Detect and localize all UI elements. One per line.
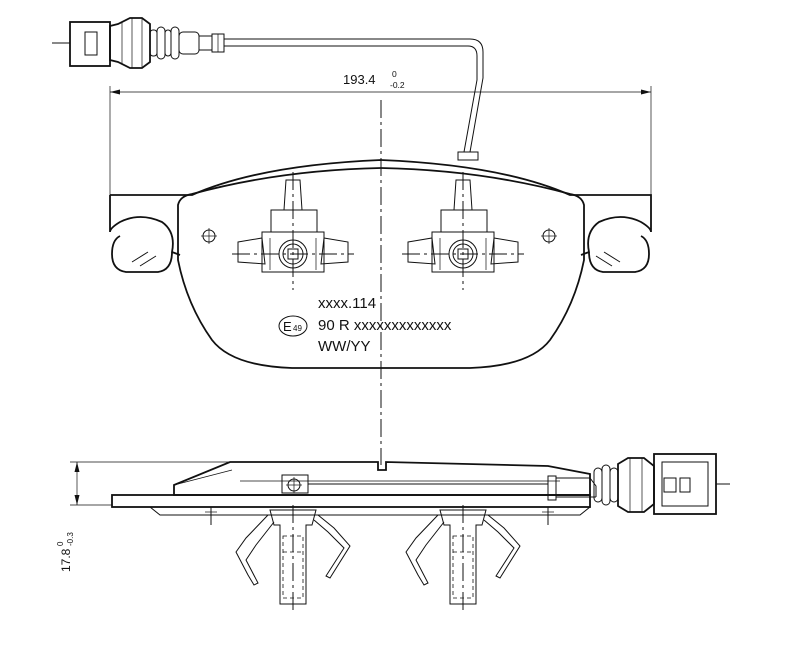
- top-view: 193.4 0 -0.2: [52, 17, 652, 465]
- sensor-wire-top: [224, 38, 484, 161]
- backing-plate-outline: [109, 159, 652, 273]
- part-number-text: xxxx.114: [318, 295, 376, 312]
- width-dimension-value: 193.4: [343, 72, 376, 87]
- wear-sensor-connector-side: [593, 453, 730, 515]
- mounting-hole-left: [201, 228, 217, 244]
- sensor-side: [281, 474, 597, 501]
- e-mark-number: 49: [293, 324, 302, 333]
- clip-spring-right: [405, 505, 521, 610]
- width-tolerance-upper: 0: [392, 69, 397, 79]
- friction-material-side: [173, 461, 591, 496]
- side-pin-left: [203, 507, 219, 525]
- width-tolerance-lower: -0.2: [390, 80, 405, 90]
- e-mark-badge: E 49: [278, 315, 308, 337]
- thickness-dimension-value: 17.8: [59, 548, 73, 572]
- wear-sensor-connector-top: [52, 17, 225, 69]
- clip-left-top: [232, 172, 354, 290]
- clip-spring-left: [235, 505, 351, 610]
- thickness-dimension: 17.8 0 -0.3: [56, 461, 230, 572]
- thickness-tolerance-lower: -0.3: [66, 532, 75, 546]
- side-view: 17.8 0 -0.3: [56, 453, 730, 610]
- pad-marking: xxxx.114 90 R xxxxxxxxxxxxx WW/YY E 49: [278, 295, 452, 355]
- approval-number-text: 90 R xxxxxxxxxxxxx: [318, 317, 452, 334]
- thickness-tolerance-upper: 0: [56, 541, 65, 546]
- clip-right-top: [402, 172, 524, 290]
- side-pin-right: [540, 507, 556, 525]
- width-dimension: 193.4 0 -0.2: [109, 69, 652, 195]
- mounting-hole-right: [541, 228, 557, 244]
- friction-material-outline: [177, 167, 585, 369]
- date-code-text: WW/YY: [318, 338, 371, 355]
- backing-plate-side: [111, 494, 591, 508]
- e-mark-letter: E: [283, 319, 292, 334]
